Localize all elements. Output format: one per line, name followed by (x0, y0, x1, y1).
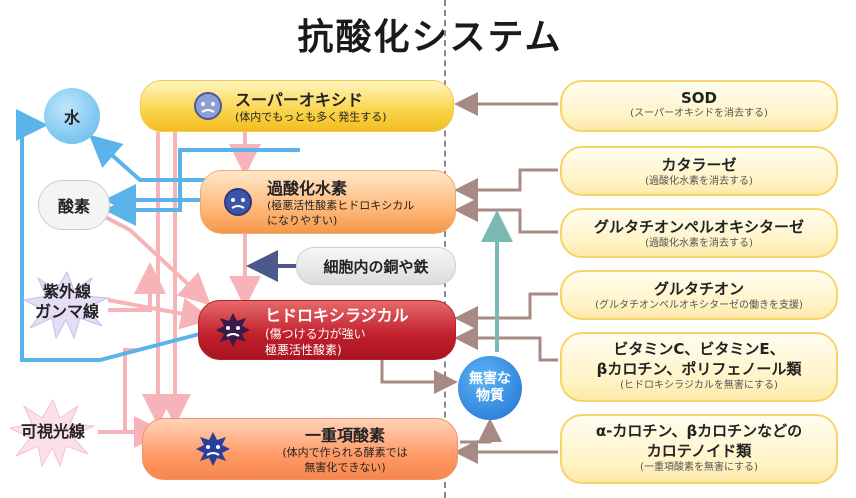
arrow-singlet-to-harmless (460, 418, 502, 444)
angry-face-icon (224, 188, 252, 216)
right-node-carotenoids: α-カロチン、βカロチンなどの カロテノイド類 (一重項酸素を無害にする) (560, 414, 838, 484)
arrow-uv-to-hydroxyl (107, 297, 213, 330)
h2o2-sub: (極悪活性酸素ヒドロキシカル になりやすい) (267, 199, 415, 227)
starburst-icon (22, 270, 110, 340)
superoxide-sub: (体内でもっとも多く発生する) (235, 110, 387, 124)
right-node-vitamins: ビタミンC、ビタミンE、 βカロチン、ポリフェノール類 (ヒドロキシラジカルを無… (560, 332, 838, 402)
arrow-visible-up (123, 348, 138, 432)
arrow-gpx (454, 198, 558, 234)
page-title: 抗酸化システム (297, 17, 563, 58)
singlet-label: 一重項酸素 (304, 426, 385, 446)
right-node-label: グルタチオンペルオキシターゼ (593, 218, 804, 236)
hydroxyl-label: ヒドロキシラジカル (265, 305, 409, 325)
superoxide-label: スーパーオキシド (235, 90, 363, 110)
right-node-sub: (過酸化水素を消去する) (645, 238, 753, 249)
angry-face-icon (194, 92, 222, 120)
arrow-catalase (454, 168, 558, 202)
arrow-hydroxyl-to-harmless (380, 360, 458, 394)
singlet-oxygen-node: 一重項酸素 (体内で作られる酵素では 無害化できない) (142, 418, 458, 480)
arrow-h2o2-to-oxygen-2 (104, 148, 300, 226)
starburst-icon (8, 398, 96, 468)
right-node-sod: SOD (スーパーオキシドを消去する) (560, 80, 838, 132)
superoxide-node: スーパーオキシド (体内でもっとも多く発生する) (140, 80, 454, 132)
right-node-sub: (過酸化水素を消去する) (645, 176, 753, 187)
oxygen-cloud: 酸素 (38, 180, 110, 230)
hydroxyl-node: ヒドロキシラジカル (傷つける力が強い 極悪活性酸素) (198, 300, 456, 360)
right-node-label: ビタミンC、ビタミンE、 βカロチン、ポリフェノール類 (596, 340, 802, 378)
right-node-label: α-カロチン、βカロチンなどの カロテノイド類 (595, 422, 803, 460)
arrow-hydroxyl-to-water (16, 109, 216, 362)
right-node-label: SOD (680, 89, 717, 107)
arrow-uv-up (108, 262, 166, 312)
right-node-label: グルタチオン (653, 280, 744, 298)
right-node-sub: (グルタチオンペルオキシターゼの働きを支援) (595, 300, 803, 311)
arrow-glutathione (454, 292, 558, 330)
visible-light-label: 可視光線 (20, 422, 85, 441)
right-node-sub: (ヒドロキシラジカルを無害にする) (620, 380, 778, 391)
right-node-label: カタラーゼ (661, 156, 737, 174)
angry-face-icon (216, 313, 250, 347)
water-drop-icon: 水 (44, 88, 100, 144)
right-node-sub: (一重項酸素を無害にする) (640, 462, 758, 473)
right-node-glutathione: グルタチオン (グルタチオンペルオキシターゼの働きを支援) (560, 270, 838, 320)
angry-face-icon (196, 432, 230, 466)
copper-iron-node: 細胞内の銅や鉄 (296, 247, 456, 285)
hydrogen-peroxide-node: 過酸化水素 (極悪活性酸素ヒドロキシカル になりやすい) (200, 170, 456, 234)
singlet-sub: (体内で作られる酵素では 無害化できない) (282, 446, 408, 474)
right-node-catalase: カタラーゼ (過酸化水素を消去する) (560, 146, 838, 196)
right-node-gpx: グルタチオンペルオキシターゼ (過酸化水素を消去する) (560, 208, 838, 258)
hydroxyl-sub: (傷つける力が強い 極悪活性酸素) (265, 326, 366, 357)
arrow-vitamins (454, 326, 558, 362)
harmless-substance: 無害な 物質 (458, 356, 522, 420)
uv-gamma-label: 紫外線 ガンマ線 (34, 282, 99, 321)
right-node-sub: (スーパーオキシドを消去する) (630, 108, 768, 119)
h2o2-label: 過酸化水素 (267, 179, 348, 199)
arrow-h2o2-to-water (89, 134, 205, 182)
